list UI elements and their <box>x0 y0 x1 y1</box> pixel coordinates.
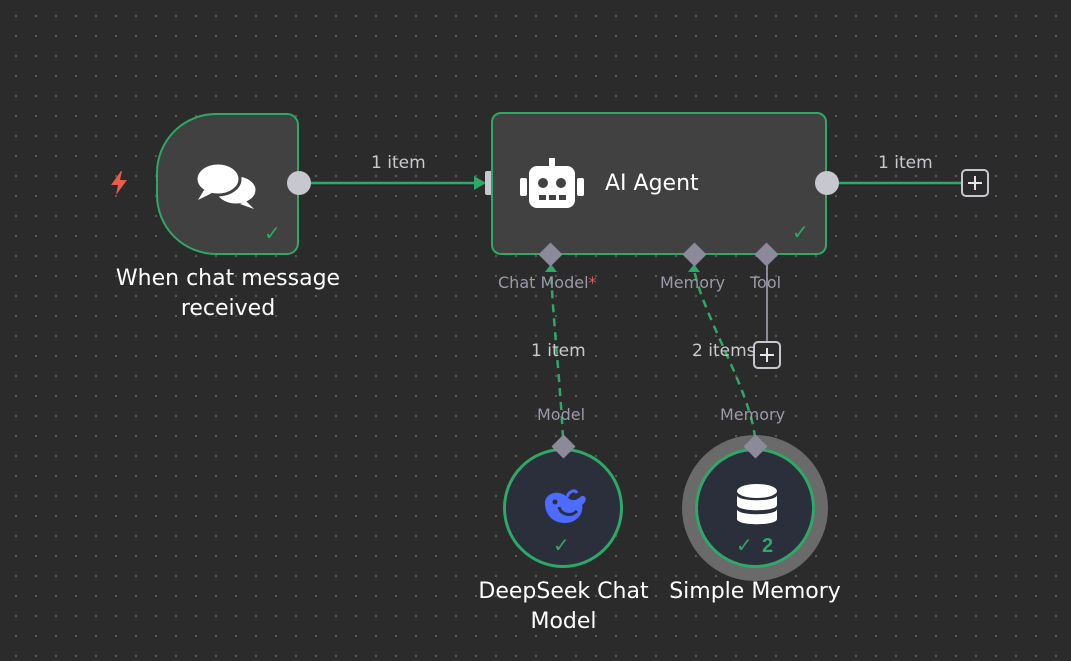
trigger-node-label: When chat message received <box>97 264 359 324</box>
agent-output-handle[interactable] <box>815 171 839 195</box>
add-node-button[interactable] <box>961 169 989 197</box>
edge-label-agent-output: 1 item <box>878 153 933 173</box>
edge-label-memory: 2 items <box>692 341 756 361</box>
port-label-chat-model: Chat Model* <box>498 273 597 293</box>
success-check-icon: ✓ <box>736 533 753 557</box>
database-icon <box>737 484 777 525</box>
connection-arrowhead <box>474 176 486 190</box>
deepseek-label-line1: DeepSeek Chat <box>478 579 649 604</box>
required-marker: * <box>588 273 597 292</box>
success-check-icon: ✓ <box>792 220 809 244</box>
chat-model-label-text: Chat Model <box>498 273 589 292</box>
port-label-tool: Tool <box>750 273 782 292</box>
trigger-output-handle[interactable] <box>287 171 311 195</box>
deepseek-whale-icon <box>545 489 586 523</box>
connection-deepseek-agent[interactable] <box>549 269 565 439</box>
node-simple-memory[interactable]: ✓ 2 <box>695 448 815 568</box>
memory-port-label: Memory <box>720 405 786 424</box>
node-chat-trigger[interactable]: ✓ <box>156 113 299 255</box>
trigger-label-line2: received <box>180 296 276 321</box>
node-deepseek-chat-model[interactable]: ✓ <box>503 448 623 568</box>
robot-icon <box>520 158 584 208</box>
deepseek-label-line2: Model <box>530 609 597 634</box>
connection-arrowhead <box>545 264 557 272</box>
success-check-icon: ✓ <box>264 221 281 245</box>
agent-title: AI Agent <box>605 171 699 196</box>
memory-node-label: Simple Memory <box>669 579 841 604</box>
edge-label-trigger-agent: 1 item <box>371 153 426 173</box>
connection-arrowhead <box>688 264 700 272</box>
add-tool-button[interactable] <box>753 341 781 369</box>
trigger-label-line1: When chat message <box>115 266 341 291</box>
edge-label-deepseek: 1 item <box>531 341 586 361</box>
run-count-badge: 2 <box>762 535 774 557</box>
trigger-bolt-icon <box>111 171 127 195</box>
deepseek-port-label: Model <box>537 405 586 424</box>
success-check-icon: ✓ <box>553 533 570 557</box>
connection-memory-agent[interactable] <box>692 269 757 439</box>
port-label-memory: Memory <box>660 273 726 292</box>
deepseek-node-label: DeepSeek Chat Model <box>460 577 667 637</box>
chat-bubbles-icon <box>194 161 259 209</box>
